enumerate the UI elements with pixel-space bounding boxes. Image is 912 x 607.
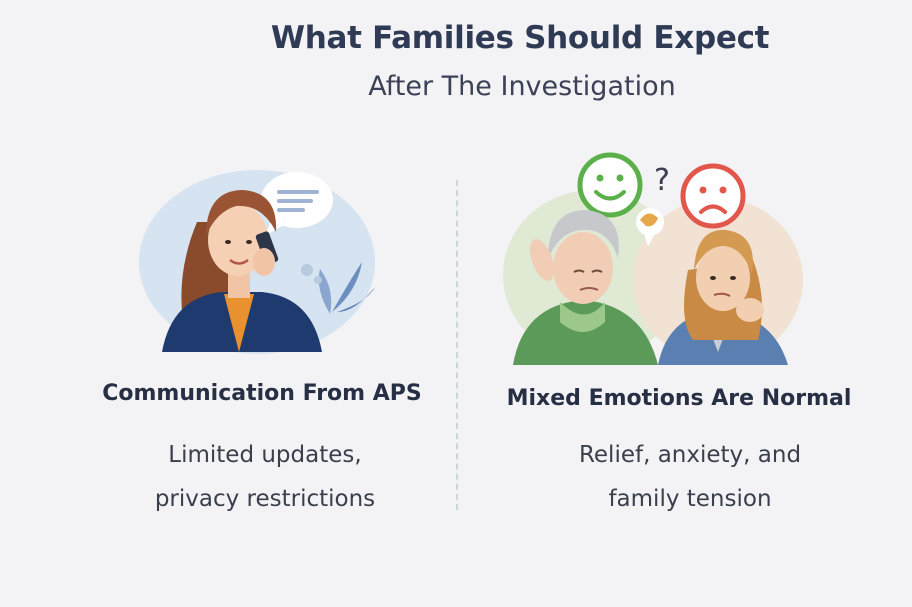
left-body-line-2: privacy restrictions [154,486,376,512]
column-divider [456,180,458,510]
right-body-line-2: family tension [608,486,772,512]
younger-woman-illustration [658,229,788,365]
left-heading: Communication From APS [102,381,422,406]
right-body-line-1: Relief, anxiety, and [578,442,802,468]
left-body: Limited updates, privacy restrictions [120,433,410,521]
left-body-line-1: Limited updates, [168,442,362,468]
mixed-emotions-illustration: ? [498,150,808,365]
chat-bubble-icon [261,172,333,235]
question-mark-icon: ? [654,163,670,198]
page-title: What Families Should Expect [270,20,770,56]
happy-face-icon [577,152,643,218]
sad-face-icon [680,163,746,229]
page-subtitle: After The Investigation [368,71,676,102]
confused-bubble-icon [636,208,664,246]
right-body: Relief, anxiety, and family tension [540,433,840,521]
elderly-woman-illustration [513,210,658,365]
leaf-icon [301,262,375,314]
woman-on-phone-illustration [132,162,382,362]
right-heading: Mixed Emotions Are Normal [506,386,852,411]
